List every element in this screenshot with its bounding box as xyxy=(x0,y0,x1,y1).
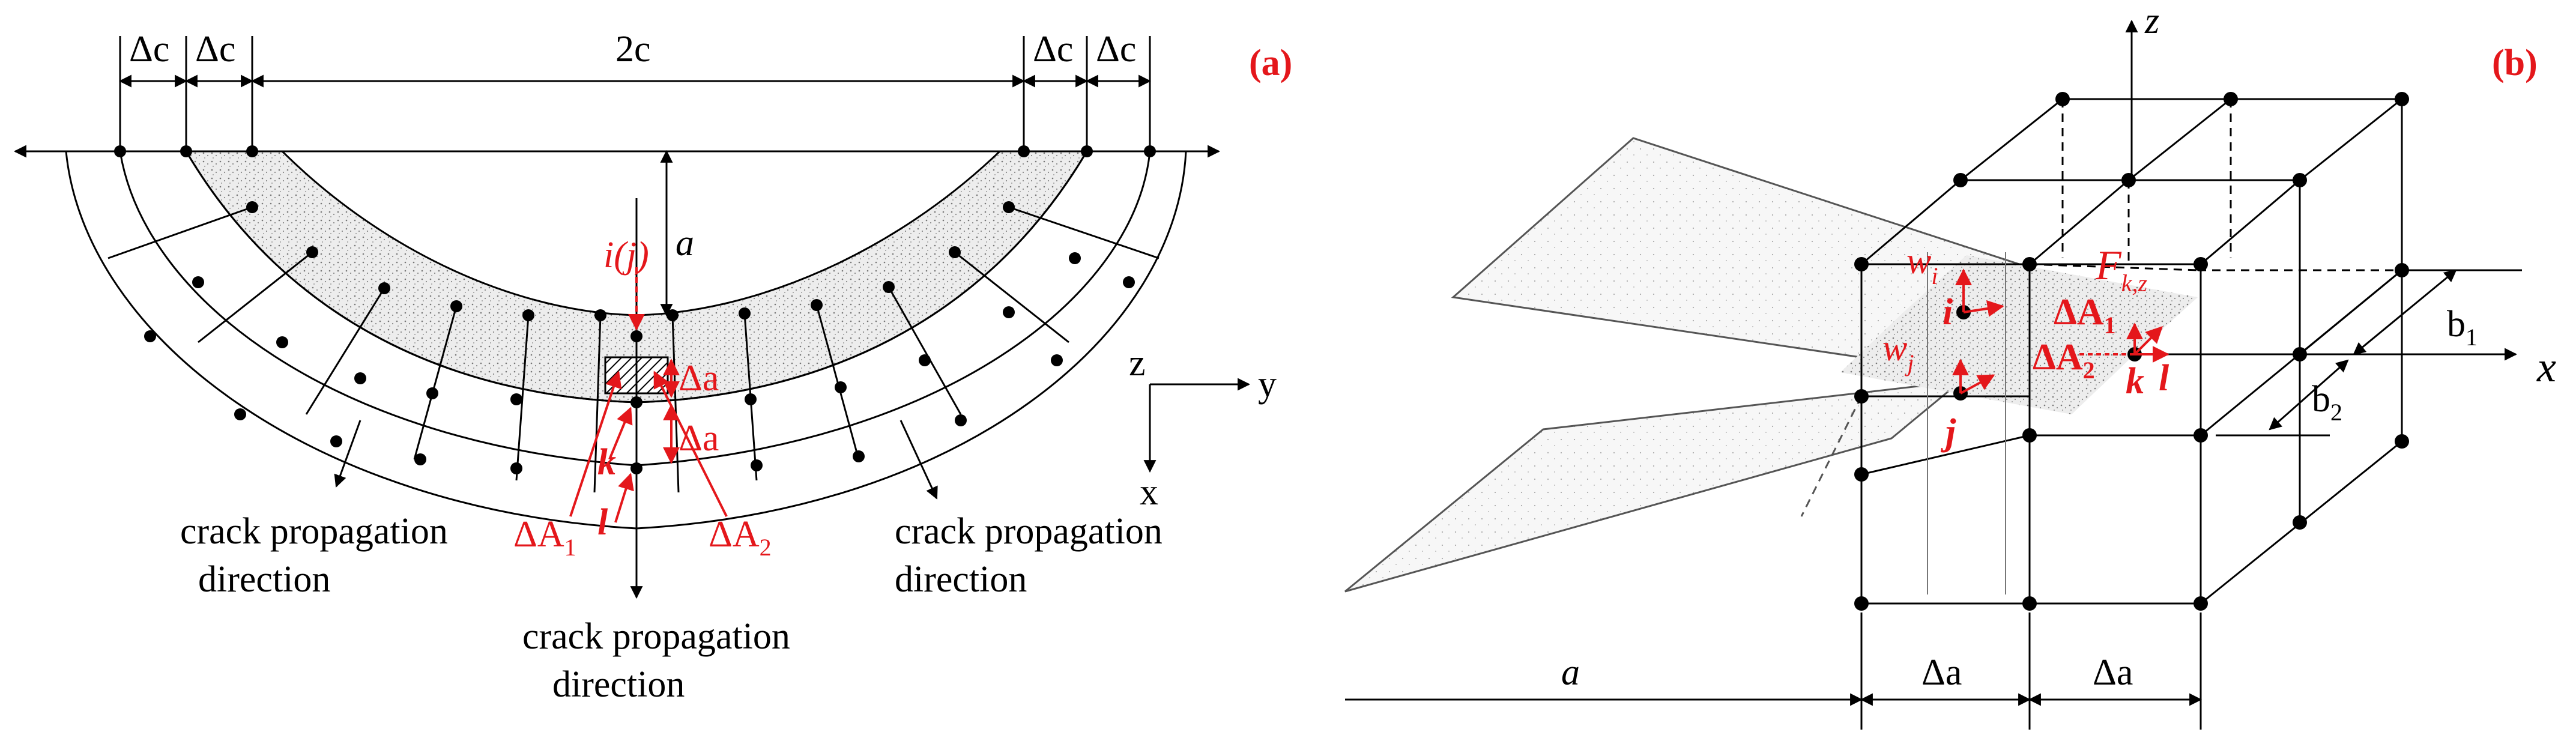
label-dim-a-b: a xyxy=(1561,652,1580,693)
label-node-l-b: l xyxy=(2159,358,2169,399)
label-area-1: ΔA1 xyxy=(513,514,576,561)
label-dim-da-2: Δa xyxy=(2093,652,2133,693)
label-dir-center-1: crack propagation xyxy=(522,616,790,657)
cube-mesh-dashed xyxy=(1800,99,2402,517)
red-annotation-arrows xyxy=(569,267,728,523)
propagation-arrow-left xyxy=(334,420,361,488)
label-node-k-b: k xyxy=(2126,361,2144,402)
b-dimensions xyxy=(2216,269,2522,437)
label-dir-center-2: direction xyxy=(552,664,685,705)
element-face-1 xyxy=(1903,255,2198,354)
label-force: Fk,z xyxy=(2095,243,2148,297)
label-axis-y-a: y xyxy=(1258,364,1277,405)
label-node-j-b: j xyxy=(1940,412,1956,453)
label-dir-right-2: direction xyxy=(895,559,1027,600)
label-b1: b1 xyxy=(2447,304,2478,351)
cube-mesh-thin xyxy=(1927,252,2006,594)
label-b2: b2 xyxy=(2312,379,2342,426)
panel-a: Δc Δc 2c Δc Δc (a) a i(j) Δa Δa k l ΔA1 … xyxy=(13,29,1292,705)
label-delta-a-1: Δa xyxy=(679,358,719,399)
label-dir-left-2: direction xyxy=(198,559,330,600)
propagation-arrow-right xyxy=(899,420,938,500)
crack-plane-lower xyxy=(1344,380,1964,593)
dimension-lines-top xyxy=(118,36,1152,150)
element-face-2 xyxy=(1840,312,2135,414)
label-area-2: ΔA2 xyxy=(709,514,772,561)
label-dir-left-1: crack propagation xyxy=(180,511,448,552)
red-vectors-b xyxy=(1952,268,2169,395)
label-area-1-b: ΔA1 xyxy=(2054,292,2116,339)
label-node-k: k xyxy=(597,442,616,483)
label-node-ij: i(j) xyxy=(603,235,649,276)
label-depth-a: a xyxy=(676,223,694,264)
label-w-j: wj xyxy=(1882,328,1914,377)
label-axis-z-a: z xyxy=(1129,343,1146,384)
label-delta-c-1: Δc xyxy=(129,29,169,70)
label-delta-c-4: Δc xyxy=(1096,29,1136,70)
label-delta-c-3: Δc xyxy=(1033,29,1073,70)
panel-b: (b) z x wi wj i j k l Fk,z ΔA1 ΔA2 b1 b2… xyxy=(1344,1,2556,730)
panel-a-tag: (a) xyxy=(1249,43,1292,83)
label-axis-x-a: x xyxy=(1140,472,1158,513)
label-axis-x-b: x xyxy=(2536,343,2556,391)
label-area-2-b: ΔA2 xyxy=(2033,337,2095,384)
panel-b-tag: (b) xyxy=(2492,43,2538,83)
label-axis-z-b: z xyxy=(2144,1,2159,41)
label-delta-a-2: Δa xyxy=(679,418,719,459)
mesh-nodes xyxy=(114,145,1156,474)
cube-nodes xyxy=(1854,92,2409,611)
coordinate-axes-a xyxy=(1143,378,1251,473)
label-node-l: l xyxy=(597,502,608,543)
bottom-dimensions xyxy=(1345,612,2203,730)
label-dir-right-1: crack propagation xyxy=(895,511,1163,552)
label-node-i-b: i xyxy=(1943,292,1953,333)
label-delta-c-2: Δc xyxy=(195,29,235,70)
label-2c: 2c xyxy=(615,29,651,70)
label-dim-da-1: Δa xyxy=(1921,652,1962,693)
label-w-i: wi xyxy=(1906,241,1938,289)
hatched-element-1 xyxy=(604,356,638,395)
